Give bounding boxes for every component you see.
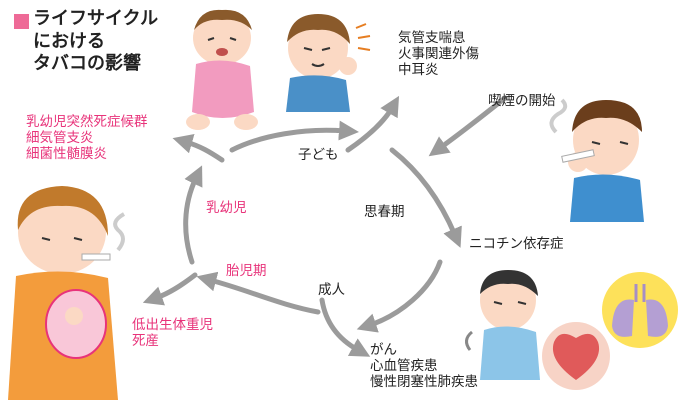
arrow-fetal-to-infant: [183, 165, 203, 265]
smoking-teen-icon: [549, 98, 644, 222]
child-effect-item: 気管支喘息: [398, 30, 466, 46]
effect-arrows: [142, 95, 508, 357]
coughing-child-icon: [286, 14, 371, 112]
arrow-to-infant-effects: [172, 134, 225, 163]
fetal-effect-item: 低出生体重児: [132, 317, 213, 333]
title-marker: [14, 14, 29, 29]
arrow-to-child-effects: [345, 95, 400, 153]
pregnant-smoker-icon: [8, 186, 126, 400]
arrow-child-to-adolescence: [389, 147, 462, 248]
stage-adult: 成人: [318, 282, 345, 298]
child-effect-item: 火事関連外傷: [398, 46, 479, 63]
infant-effect-item: 乳幼児突然死症候群: [26, 114, 148, 130]
sick-adult-icon: [465, 270, 540, 380]
nicotine-dependence-label: ニコチン依存症: [469, 236, 564, 252]
infant-effect-item: 細菌性髄膜炎: [26, 146, 107, 163]
arrow-infant-to-child: [229, 120, 359, 153]
lungs-icon: [602, 272, 678, 348]
fetal-effect-item: 死産: [132, 333, 159, 350]
adult-effect-item: 心血管疾患: [370, 358, 438, 375]
stage-infant: 乳幼児: [206, 200, 247, 216]
child-effect-item: 中耳炎: [398, 62, 439, 79]
title-line-2: における: [33, 30, 105, 52]
child-effects: 気管支喘息 火事関連外傷 中耳炎: [398, 30, 479, 79]
crying-baby-icon: [186, 9, 258, 130]
title-line-1: ライフサイクル: [33, 8, 159, 29]
arrow-adult-to-fetal: [196, 271, 321, 315]
stage-adolescence: 思春期: [364, 204, 405, 220]
adult-effect-item: 慢性閉塞性肺疾患: [370, 374, 478, 391]
smoking-start-label: 喫煙の開始: [488, 93, 556, 109]
diagram-title: ライフサイクル における タバコの影響: [33, 8, 158, 76]
fetal-effects: 低出生体重児 死産: [132, 317, 213, 349]
stage-child: 子ども: [298, 147, 339, 163]
arrow-adolescence-to-adult: [356, 259, 443, 333]
title-line-3: タバコの影響: [33, 53, 141, 74]
heart-icon: [542, 322, 610, 390]
arrow-to-smoking-start: [428, 95, 508, 157]
adult-effects: がん 心血管疾患 慢性閉塞性肺疾患: [370, 342, 478, 391]
adult-effect-item: がん: [370, 342, 397, 358]
infant-effects: 乳幼児突然死症候群 細気管支炎 細菌性髄膜炎: [26, 114, 148, 163]
cycle-arrows: [183, 120, 462, 333]
arrow-to-adult-effects: [319, 297, 371, 357]
infant-effect-item: 細気管支炎: [26, 130, 94, 147]
arrow-to-fetal-effects: [142, 272, 198, 306]
stage-fetal: 胎児期: [226, 263, 267, 279]
